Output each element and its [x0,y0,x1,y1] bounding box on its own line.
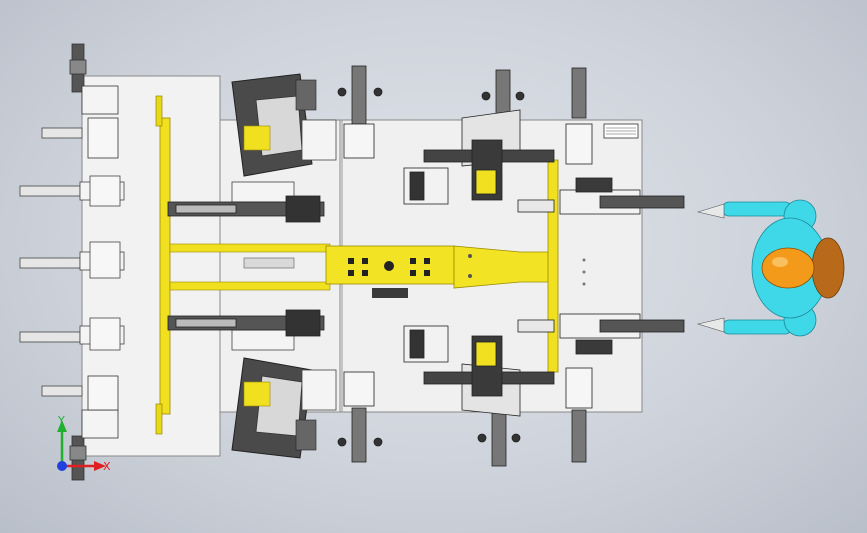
x-axis-label: X [103,460,111,473]
operator-figure-icon [696,199,845,337]
left-yellow-rail [159,117,171,415]
center-lower-fixture [403,325,555,417]
middle-horizontal-cylinders [167,195,325,337]
bottom-left-clamp [69,375,119,481]
right-horizontal-clamps [517,177,685,355]
bottom-standing-clamps [337,367,593,467]
top-left-clamp [69,43,119,159]
center-upper-fixture [403,109,555,205]
upper-left-clamp-assembly [231,73,337,203]
xyz-axis-triad-icon: Y X [57,414,111,473]
lower-left-clamp-assembly [231,329,337,459]
central-yellow-beam [169,159,559,373]
left-cylinders [19,127,125,397]
top-standing-clamps [337,65,593,165]
y-axis-label: Y [57,414,65,427]
